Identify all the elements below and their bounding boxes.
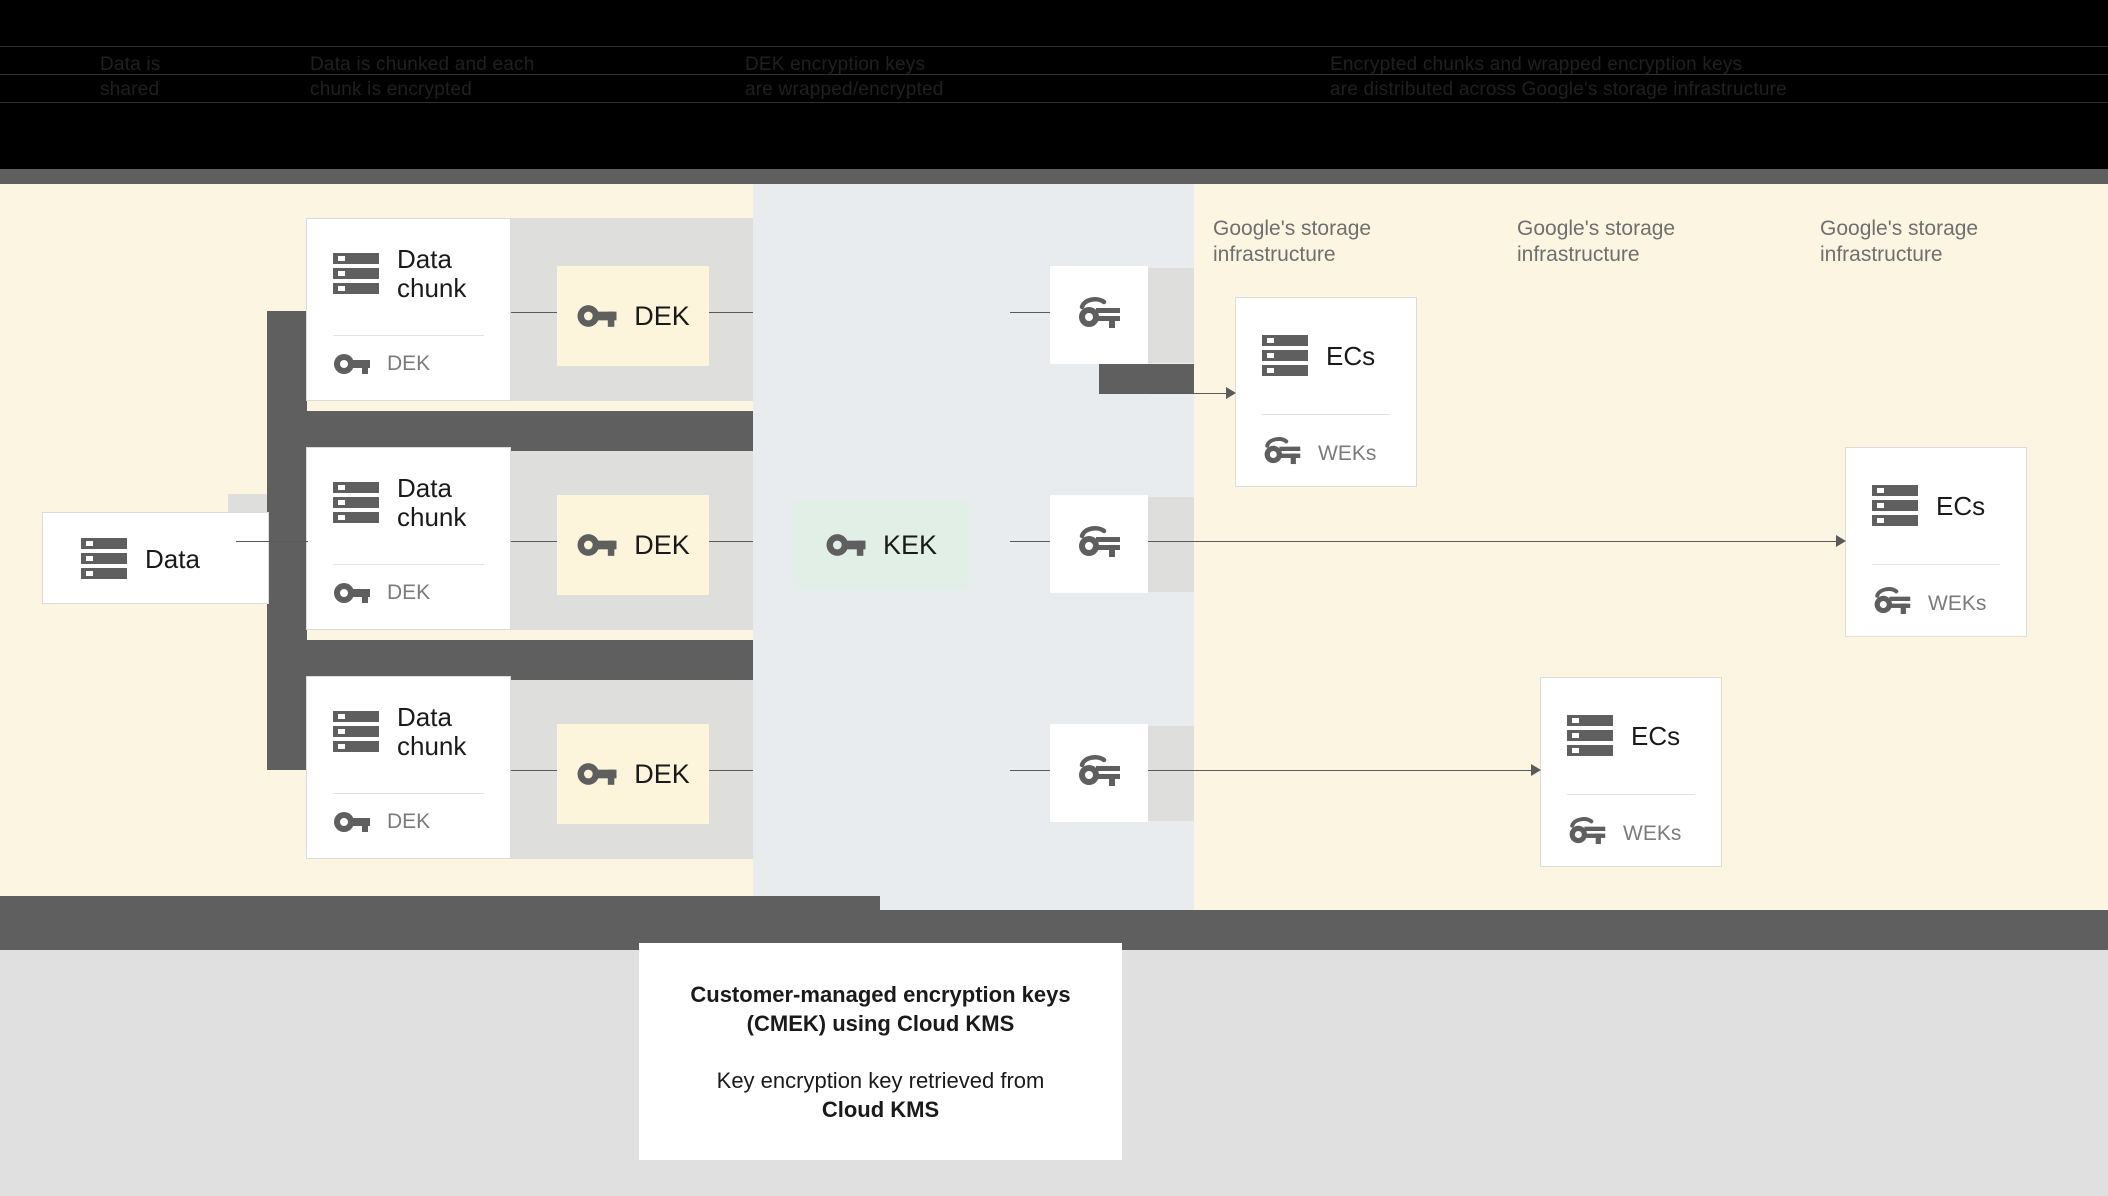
card-data-chunk-3-title: Data chunk: [397, 702, 467, 761]
tile-wrapped-key-2[interactable]: [1050, 495, 1148, 593]
header-separator: [0, 169, 2108, 184]
arrow-head-storage2: [1531, 764, 1541, 776]
card-data-chunk-1[interactable]: Data chunk DEK: [306, 218, 511, 401]
server-icon: [1262, 334, 1308, 378]
connector-kek-wek1: [1010, 312, 1050, 313]
mask-bar-wek: [1099, 364, 1194, 394]
footer-body-line1: Key encryption key retrieved from: [716, 1067, 1045, 1093]
mask-bar-1: [267, 411, 753, 451]
server-icon: [333, 481, 379, 525]
card-divider: [333, 793, 484, 794]
wrapped-key-icon: [1262, 436, 1302, 471]
card-storage-3-title: ECs: [1936, 490, 1986, 521]
tile-wrapped-key-1[interactable]: [1050, 266, 1148, 364]
wrapped-key-icon: [1076, 525, 1122, 564]
header-column-4: Encrypted chunks and wrapped encryption …: [1330, 54, 1787, 100]
chip-kek[interactable]: KEK: [793, 500, 969, 590]
card-storage-1[interactable]: ECs WEKs: [1235, 297, 1417, 487]
mask-band-bottom-left: [0, 896, 880, 910]
card-storage-1-title: ECs: [1326, 340, 1376, 371]
card-divider: [333, 335, 484, 336]
card-data-chunk-3-key-label: DEK: [387, 810, 431, 833]
wrapped-key-icon: [1567, 816, 1607, 851]
card-divider: [1872, 564, 2000, 565]
key-icon: [825, 532, 867, 558]
card-data-chunk-1-key-label: DEK: [387, 352, 431, 375]
chip-dek-1[interactable]: DEK: [557, 266, 709, 366]
header-column-2: Data is chunked and each chunk is encryp…: [310, 54, 535, 100]
wrapped-key-icon: [1076, 754, 1122, 793]
chip-dek-3-label: DEK: [634, 758, 690, 789]
wrapped-key-icon: [1872, 586, 1912, 621]
server-icon: [1872, 484, 1918, 528]
card-data-chunk-2[interactable]: Data chunk DEK: [306, 447, 511, 630]
card-data-chunk-3[interactable]: Data chunk DEK: [306, 676, 511, 859]
footer-body-line2: Cloud KMS: [821, 1096, 940, 1122]
chip-kek-label: KEK: [882, 529, 938, 560]
arrow-head-storage3: [1836, 535, 1846, 547]
server-icon: [333, 252, 379, 296]
wrapped-key-icon: [1076, 296, 1122, 335]
card-storage-3-key-label: WEKs: [1928, 591, 1987, 615]
card-storage-2[interactable]: ECs WEKs: [1540, 677, 1722, 867]
mask-bar-2: [267, 640, 753, 680]
card-storage-2-key-label: WEKs: [1623, 821, 1682, 845]
card-divider: [1567, 794, 1695, 795]
card-storage-3[interactable]: ECs WEKs: [1845, 447, 2027, 637]
connector-dek3-out: [709, 770, 753, 771]
footer-title-line1: Customer-managed encryption keys: [690, 981, 1071, 1007]
card-data-chunk-1-title: Data chunk: [397, 244, 467, 303]
arrow-head-storage1: [1226, 387, 1236, 399]
chip-dek-3[interactable]: DEK: [557, 724, 709, 824]
card-storage-1-key-label: WEKs: [1318, 441, 1377, 465]
footer-caption-card: Customer-managed encryption keys (CMEK) …: [639, 943, 1122, 1160]
card-data-chunk-2-title: Data chunk: [397, 473, 467, 532]
connector-wek1-storage1: [1148, 393, 1228, 394]
tile-wrapped-key-3[interactable]: [1050, 724, 1148, 822]
header-band: Data is shared Data is chunked and each …: [0, 0, 2108, 169]
key-icon: [576, 532, 618, 558]
card-data-chunk-2-key-label: DEK: [387, 581, 431, 604]
connector-kek-wek2: [1010, 541, 1050, 542]
key-icon: [333, 810, 371, 834]
connector-source-to-chunks: [236, 541, 308, 542]
server-icon: [333, 710, 379, 754]
connector-wek2-storage3: [1148, 541, 1838, 542]
card-storage-2-title: ECs: [1631, 720, 1681, 751]
footer-title-line2: (CMEK) using Cloud KMS: [746, 1010, 1015, 1036]
key-icon: [333, 352, 371, 376]
connector-chunk1-dek: [511, 312, 557, 313]
chip-dek-2[interactable]: DEK: [557, 495, 709, 595]
mask-vertical-bracket: [267, 311, 307, 770]
connector-kek-wek3: [1010, 770, 1050, 771]
card-data-source[interactable]: Data: [42, 512, 269, 604]
server-icon: [81, 537, 127, 581]
storage-caption-1: Google's storage infrastructure: [1213, 217, 1372, 266]
chip-dek-2-label: DEK: [634, 529, 690, 560]
card-divider: [1262, 414, 1390, 415]
key-icon: [576, 303, 618, 329]
header-column-1: Data is shared: [100, 54, 161, 100]
connector-wek3-storage2: [1148, 770, 1533, 771]
chip-dek-1-label: DEK: [634, 300, 690, 331]
key-icon: [333, 581, 371, 605]
card-data-source-title: Data: [145, 543, 200, 574]
header-column-3: DEK encryption keys are wrapped/encrypte…: [745, 54, 944, 100]
connector-chunk3-dek: [511, 770, 557, 771]
storage-caption-2: Google's storage infrastructure: [1517, 217, 1676, 266]
key-icon: [576, 761, 618, 787]
storage-caption-3: Google's storage infrastructure: [1820, 217, 1979, 266]
connector-chunk2-dek: [511, 541, 557, 542]
server-icon: [1567, 714, 1613, 758]
connector-dek1-out: [709, 312, 753, 313]
card-divider: [333, 564, 484, 565]
connector-dek2-out: [709, 541, 753, 542]
